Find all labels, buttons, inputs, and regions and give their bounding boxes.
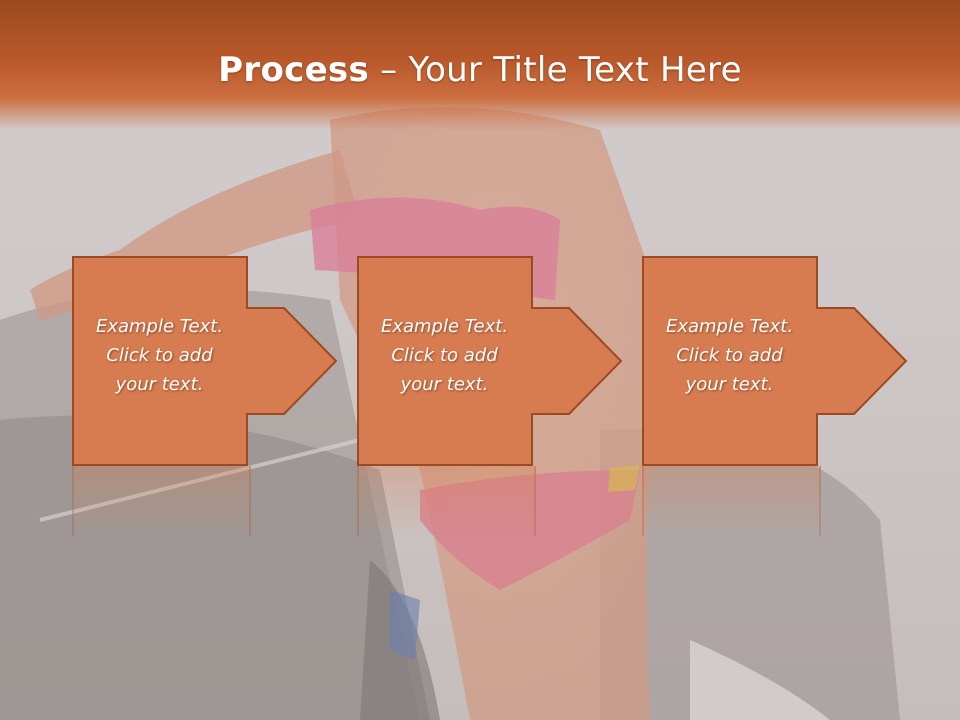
- step-reflection: [642, 466, 821, 536]
- step-line: Example Text.: [95, 316, 224, 337]
- title-bar: [0, 0, 960, 130]
- step-line: your text.: [685, 374, 774, 395]
- step-arrow-shape: [72, 256, 338, 466]
- step-line: Click to add: [106, 345, 213, 366]
- process-step-2[interactable]: Example Text. Click to add your text.: [357, 256, 623, 466]
- step-line: Example Text.: [380, 316, 509, 337]
- step-text[interactable]: Example Text. Click to add your text.: [357, 312, 532, 399]
- step-arrow-shape: [642, 256, 908, 466]
- title-rest: – Your Title Text Here: [369, 50, 742, 90]
- step-line: Example Text.: [665, 316, 794, 337]
- step-reflection: [72, 466, 251, 536]
- title-strong: Process: [218, 50, 370, 90]
- step-reflection: [357, 466, 536, 536]
- slide-title[interactable]: Process – Your Title Text Here: [0, 50, 960, 90]
- process-step-1[interactable]: Example Text. Click to add your text.: [72, 256, 338, 466]
- step-line: your text.: [400, 374, 489, 395]
- step-arrow-shape: [357, 256, 623, 466]
- step-line: Click to add: [391, 345, 498, 366]
- process-step-3[interactable]: Example Text. Click to add your text.: [642, 256, 908, 466]
- step-line: your text.: [115, 374, 204, 395]
- step-text[interactable]: Example Text. Click to add your text.: [72, 312, 247, 399]
- step-text[interactable]: Example Text. Click to add your text.: [642, 312, 817, 399]
- step-line: Click to add: [676, 345, 783, 366]
